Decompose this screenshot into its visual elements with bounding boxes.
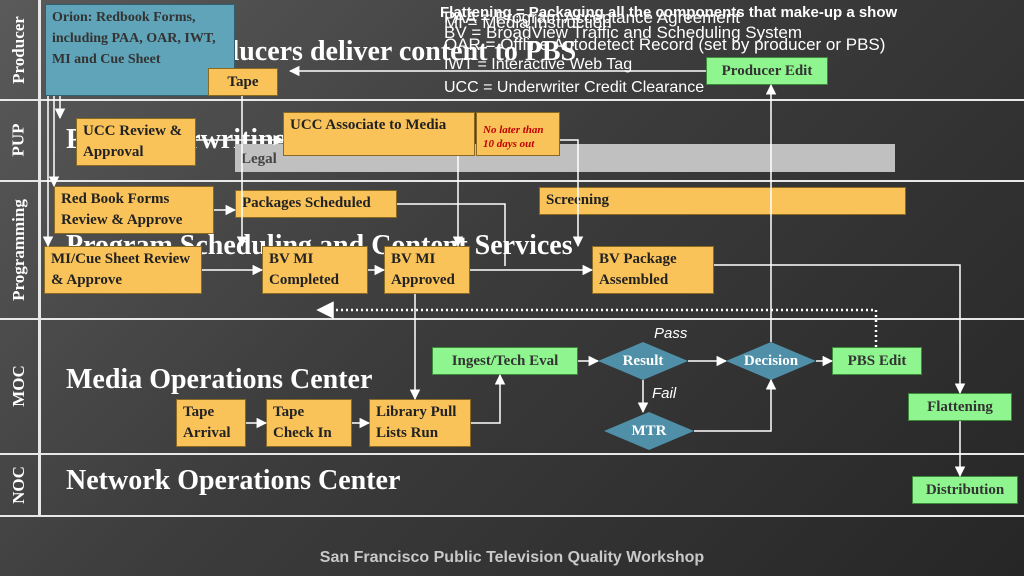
- tape-box[interactable]: Tape: [208, 68, 278, 96]
- ucc-review-approval-box[interactable]: UCC Review & Approval: [76, 118, 196, 166]
- pbs-edit-box[interactable]: PBS Edit: [832, 347, 922, 375]
- result-decision-diamond[interactable]: Result: [598, 342, 688, 380]
- lane-title-noc: Network Operations Center: [66, 465, 401, 496]
- tape-check-in-box[interactable]: Tape Check In: [266, 399, 352, 447]
- bv-mi-completed-box[interactable]: BV MI Completed: [262, 246, 368, 294]
- mi-cue-sheet-review-box[interactable]: MI/Cue Sheet Review & Approve: [44, 246, 202, 294]
- legend-line: OAR = Offline Autodetect Record (set by …: [444, 35, 886, 54]
- lane-divider-moc-noc: [0, 453, 1024, 455]
- pass-label: Pass: [654, 325, 688, 342]
- mtr-diamond[interactable]: MTR: [604, 412, 694, 450]
- legend-line: Flattening = Packaging all the component…: [440, 4, 898, 21]
- arrow-mtr-decision: [694, 378, 777, 432]
- legend-line: PAA = Program Acceptance Agreement: [444, 8, 740, 27]
- deadline-note-box: No later than 10 days out: [476, 112, 560, 156]
- fail-label: Fail: [652, 385, 677, 402]
- mtr-label: MTR: [631, 422, 667, 439]
- legend-line: MI = Media Instruction: [444, 13, 612, 32]
- lane-label-producer: Producer: [9, 15, 29, 84]
- library-pull-lists-box[interactable]: Library Pull Lists Run: [369, 399, 471, 447]
- bv-package-assembled-box[interactable]: BV Package Assembled: [592, 246, 714, 294]
- producer-edit-box[interactable]: Producer Edit: [706, 57, 828, 85]
- result-label: Result: [622, 352, 664, 369]
- ingest-tech-eval-box[interactable]: Ingest/Tech Eval: [432, 347, 578, 375]
- footer-caption: San Francisco Public Television Quality …: [319, 549, 705, 566]
- lane-divider-producer-pup: [0, 99, 1024, 101]
- lane-label-divider: [38, 0, 41, 517]
- tape-arrival-box[interactable]: Tape Arrival: [176, 399, 246, 447]
- decision-label: Decision: [743, 352, 799, 369]
- distribution-box[interactable]: Distribution: [912, 476, 1018, 504]
- legend-line: IWT = Interactive Web Tag: [444, 56, 633, 73]
- screening-box[interactable]: Screening: [539, 187, 906, 215]
- decision-diamond[interactable]: Decision: [726, 342, 816, 380]
- packages-scheduled-box[interactable]: Packages Scheduled: [235, 190, 397, 218]
- orion-redbook-forms-box[interactable]: Orion: Redbook Forms, including PAA, OAR…: [45, 4, 235, 96]
- deadline-note: No later than 10 days out: [483, 124, 544, 150]
- lane-divider-pup-programming: [0, 180, 1024, 182]
- lane-divider-bottom: [0, 515, 1024, 517]
- lane-title-moc: Media Operations Center: [66, 364, 373, 395]
- lane-label-programming: Programming: [9, 198, 29, 301]
- legend-line: UCC = Underwriter Credit Clearance: [444, 79, 705, 96]
- ucc-associate-to-media-box[interactable]: UCC Associate to Media: [283, 112, 475, 156]
- bv-mi-approved-box[interactable]: BV MI Approved: [384, 246, 470, 294]
- arrow-library-ingest: [471, 373, 506, 424]
- red-book-forms-review-box[interactable]: Red Book Forms Review & Approve: [54, 186, 214, 234]
- flattening-box[interactable]: Flattening: [908, 393, 1012, 421]
- legend-line: BV = BroadView Traffic and Scheduling Sy…: [444, 23, 802, 42]
- lane-label-moc: MOC: [9, 365, 29, 407]
- lane-divider-programming-moc: [0, 318, 1024, 320]
- lane-label-pup: PUP: [8, 123, 28, 157]
- lane-label-noc: NOC: [9, 465, 28, 504]
